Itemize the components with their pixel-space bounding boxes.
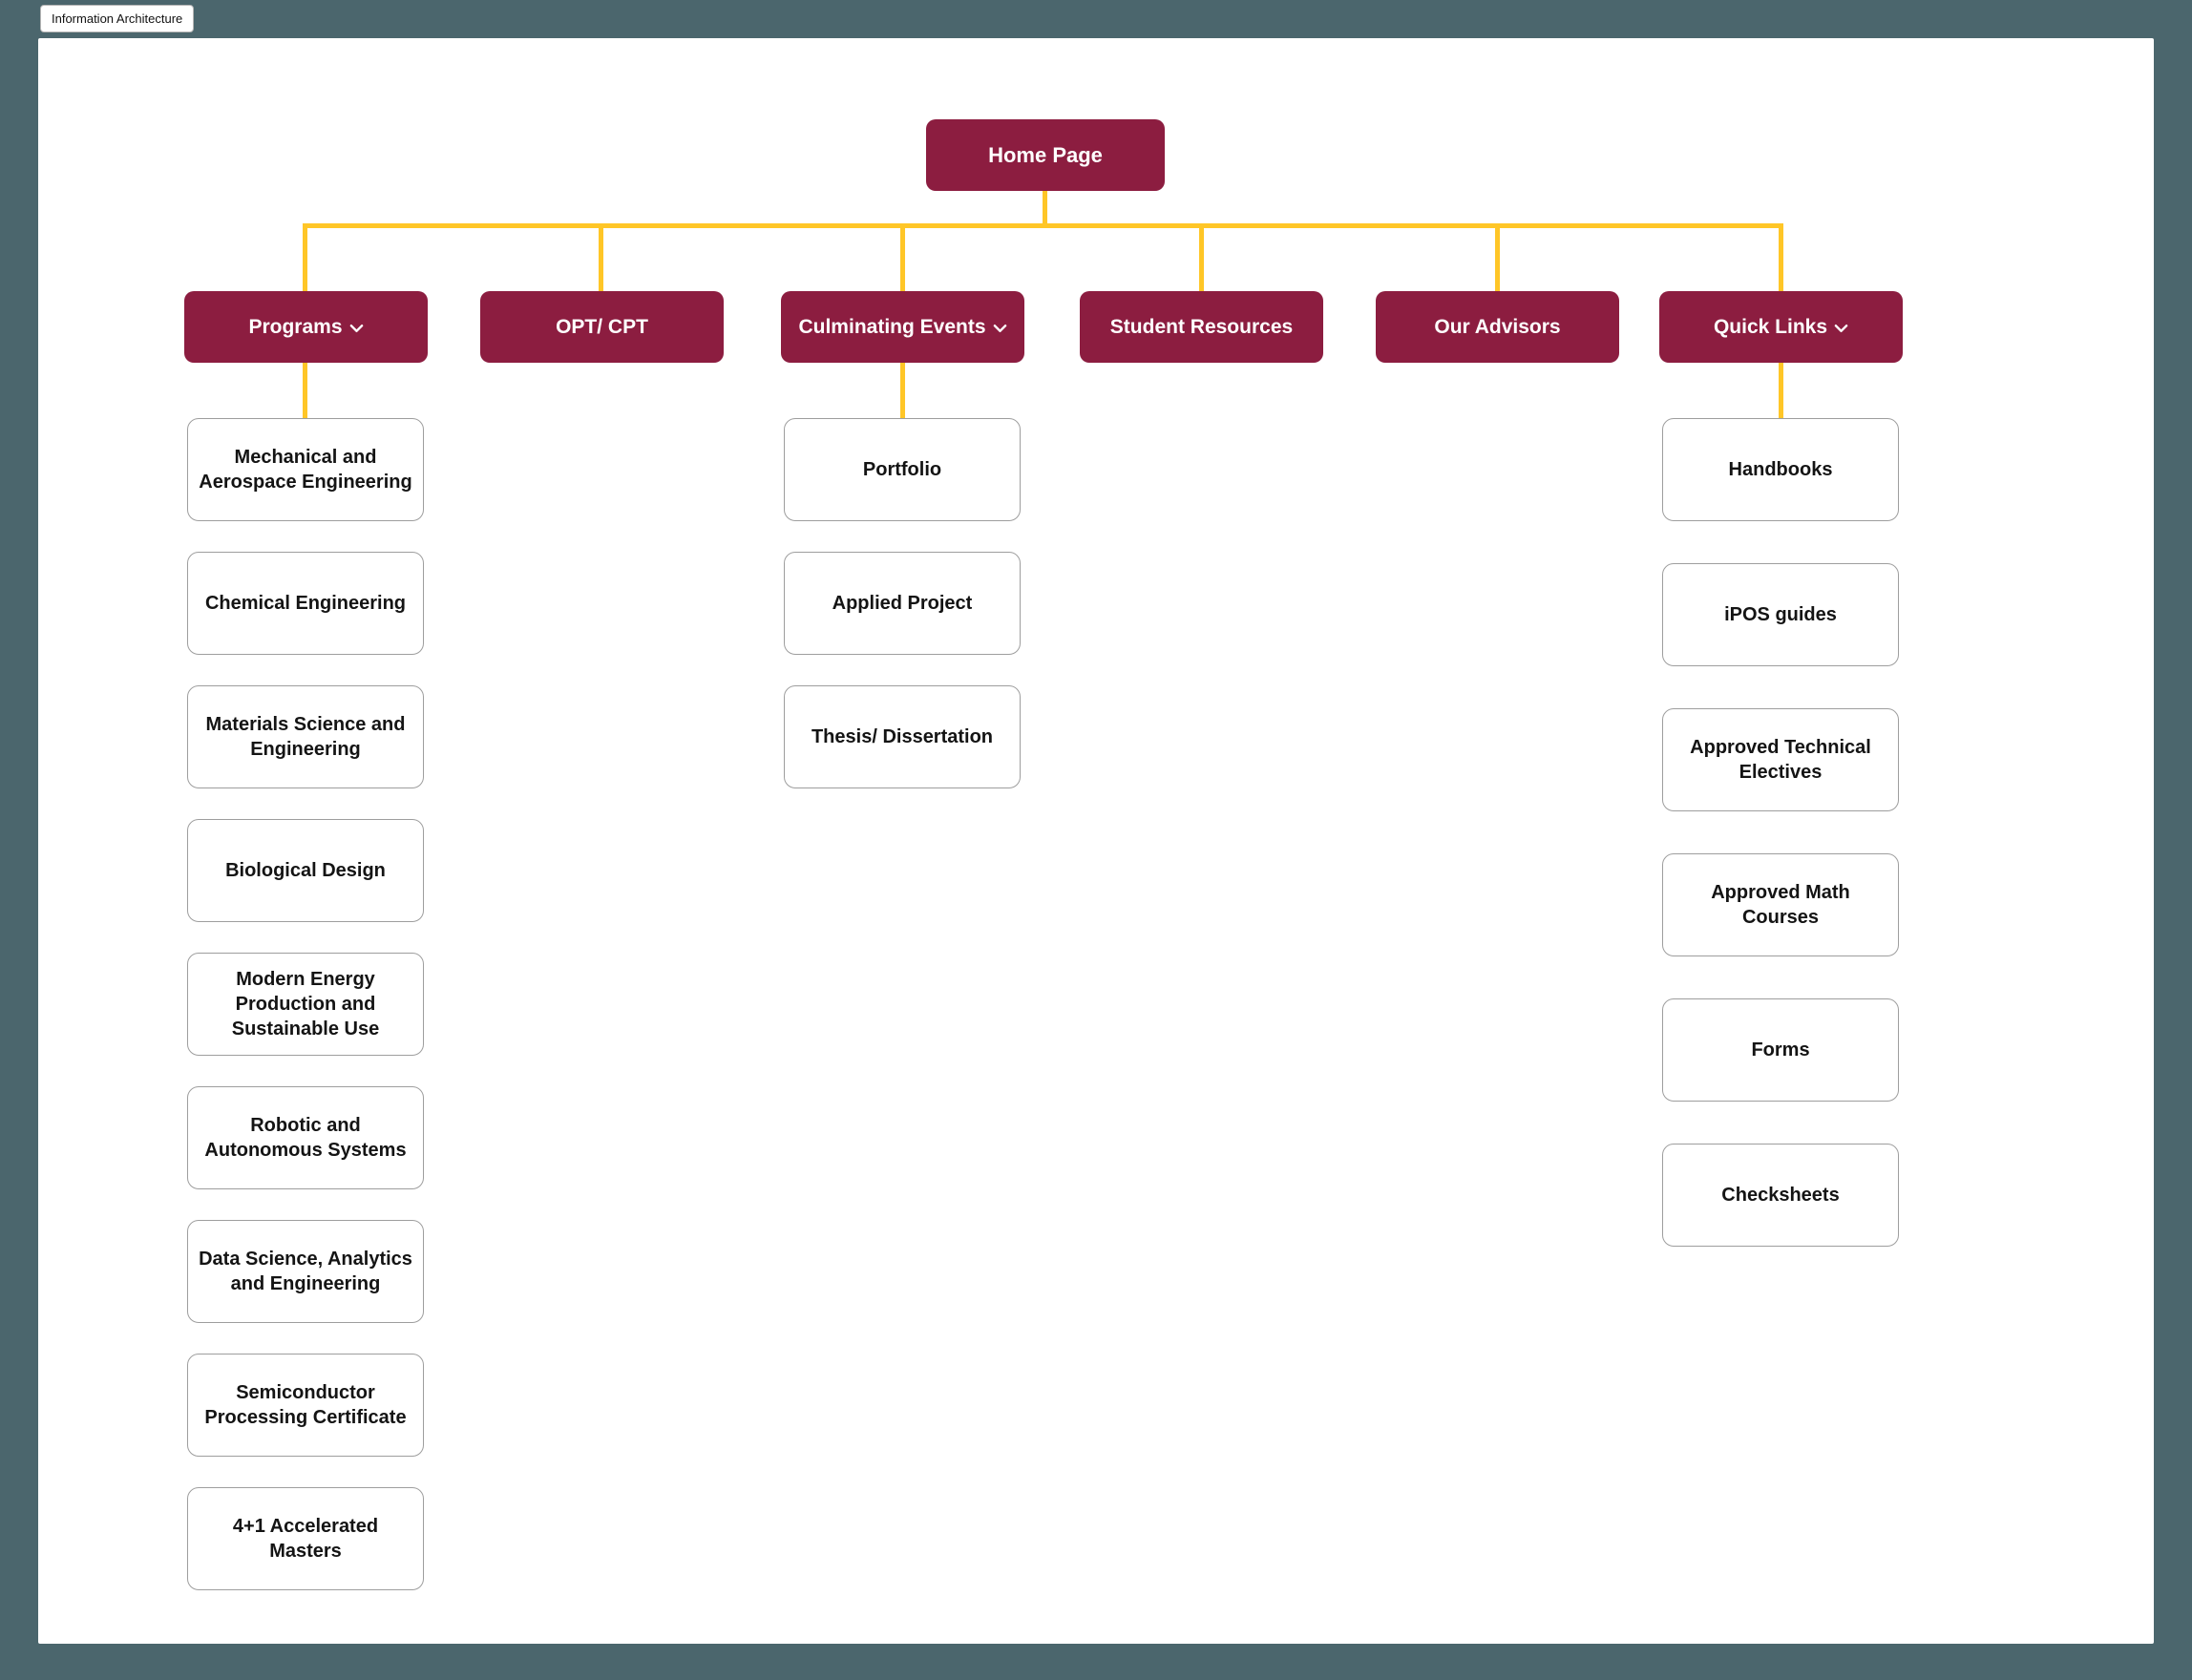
node-label: Data Science, Analytics and Engineering <box>199 1249 412 1294</box>
node-label: Semiconductor Processing Certificate <box>204 1382 407 1428</box>
quick-links-children-list: Handbooks iPOS guides Approved Technical… <box>1662 418 1899 1247</box>
connector-drop-opt-cpt <box>599 223 603 291</box>
chevron-down-icon <box>349 324 363 333</box>
node-ipos-guides[interactable]: iPOS guides <box>1662 563 1899 666</box>
node-label: Robotic and Autonomous Systems <box>204 1115 407 1161</box>
node-programs[interactable]: Programs <box>184 291 428 363</box>
node-label: Checksheets <box>1721 1185 1840 1206</box>
node-label: iPOS guides <box>1724 604 1837 625</box>
node-approved-technical-electives[interactable]: Approved Technical Electives <box>1662 708 1899 811</box>
node-label: Biological Design <box>225 860 386 881</box>
connector-culminating-children-stub <box>900 363 905 418</box>
connector-bus <box>303 223 1782 228</box>
node-4plus1-accelerated-masters[interactable]: 4+1 Accelerated Masters <box>187 1487 424 1590</box>
node-mechanical-and-aerospace-engineering[interactable]: Mechanical and Aerospace Engineering <box>187 418 424 521</box>
node-chemical-engineering[interactable]: Chemical Engineering <box>187 552 424 655</box>
node-semiconductor-processing-certificate[interactable]: Semiconductor Processing Certificate <box>187 1354 424 1457</box>
node-data-science-analytics-and-engineering[interactable]: Data Science, Analytics and Engineering <box>187 1220 424 1323</box>
node-robotic-and-autonomous-systems[interactable]: Robotic and Autonomous Systems <box>187 1086 424 1189</box>
chevron-down-icon <box>993 324 1006 333</box>
node-portfolio[interactable]: Portfolio <box>784 418 1021 521</box>
node-label: 4+1 Accelerated Masters <box>232 1516 379 1562</box>
node-label: Applied Project <box>832 593 973 614</box>
node-label: Thesis/ Dissertation <box>811 726 994 747</box>
board-tab[interactable]: Information Architecture <box>40 5 195 32</box>
node-forms[interactable]: Forms <box>1662 998 1899 1102</box>
connector-quick-links-children-stub <box>1779 363 1783 418</box>
node-label: Forms <box>1751 1040 1810 1060</box>
node-label: Approved Math Courses <box>1711 882 1850 928</box>
connector-drop-programs <box>303 223 307 291</box>
node-label: Culminating Events <box>798 315 986 338</box>
node-biological-design[interactable]: Biological Design <box>187 819 424 922</box>
node-quick-links[interactable]: Quick Links <box>1659 291 1903 363</box>
node-label: Materials Science and Engineering <box>205 714 406 760</box>
programs-children-list: Mechanical and Aerospace Engineering Che… <box>187 418 424 1590</box>
node-label: Approved Technical Electives <box>1690 737 1871 783</box>
node-our-advisors[interactable]: Our Advisors <box>1376 291 1619 363</box>
node-label: Student Resources <box>1109 315 1294 338</box>
connector-programs-children-stub <box>303 363 307 418</box>
connector-drop-culminating-events <box>900 223 905 291</box>
culminating-events-children-list: Portfolio Applied Project Thesis/ Disser… <box>784 418 1021 788</box>
connector-drop-quick-links <box>1779 223 1783 291</box>
node-student-resources[interactable]: Student Resources <box>1080 291 1323 363</box>
node-approved-math-courses[interactable]: Approved Math Courses <box>1662 853 1899 956</box>
node-culminating-events[interactable]: Culminating Events <box>781 291 1024 363</box>
node-label: Programs <box>248 315 343 338</box>
node-label: Home Page <box>988 142 1103 167</box>
node-handbooks[interactable]: Handbooks <box>1662 418 1899 521</box>
chevron-down-icon <box>1834 324 1848 333</box>
node-checksheets[interactable]: Checksheets <box>1662 1144 1899 1247</box>
node-label: OPT/ CPT <box>556 315 648 338</box>
connector-drop-student-resources <box>1199 223 1204 291</box>
node-modern-energy-production-and-sustainable-use[interactable]: Modern Energy Production and Sustainable… <box>187 953 424 1056</box>
node-label: Chemical Engineering <box>204 593 407 614</box>
node-label: Handbooks <box>1728 459 1833 480</box>
node-label: Our Advisors <box>1434 315 1561 338</box>
node-label: Portfolio <box>862 459 942 480</box>
node-materials-science-and-engineering[interactable]: Materials Science and Engineering <box>187 685 424 788</box>
connector-home-stub <box>1043 191 1047 228</box>
node-label: Modern Energy Production and Sustainable… <box>231 969 380 1040</box>
node-applied-project[interactable]: Applied Project <box>784 552 1021 655</box>
node-label: Mechanical and Aerospace Engineering <box>199 447 412 493</box>
node-thesis-dissertation[interactable]: Thesis/ Dissertation <box>784 685 1021 788</box>
diagram-canvas: Home Page Programs OPT/ CPT Culminating … <box>38 38 2154 1644</box>
node-label: Quick Links <box>1713 315 1828 338</box>
node-home-page[interactable]: Home Page <box>926 119 1165 191</box>
board-tab-label: Information Architecture <box>52 11 183 26</box>
connector-drop-our-advisors <box>1495 223 1500 291</box>
node-opt-cpt[interactable]: OPT/ CPT <box>480 291 724 363</box>
